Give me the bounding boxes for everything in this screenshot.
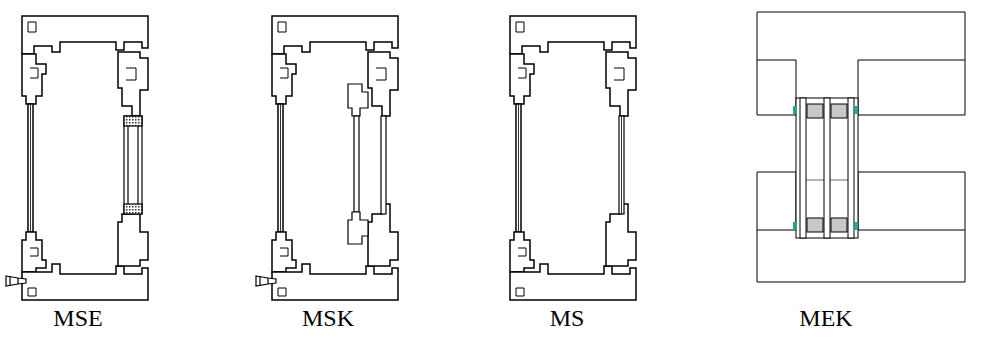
section-label: MEK: [799, 306, 852, 330]
section-label: MS: [550, 306, 585, 330]
section-label: MSK: [302, 306, 354, 330]
section-label: MSE: [53, 306, 102, 330]
